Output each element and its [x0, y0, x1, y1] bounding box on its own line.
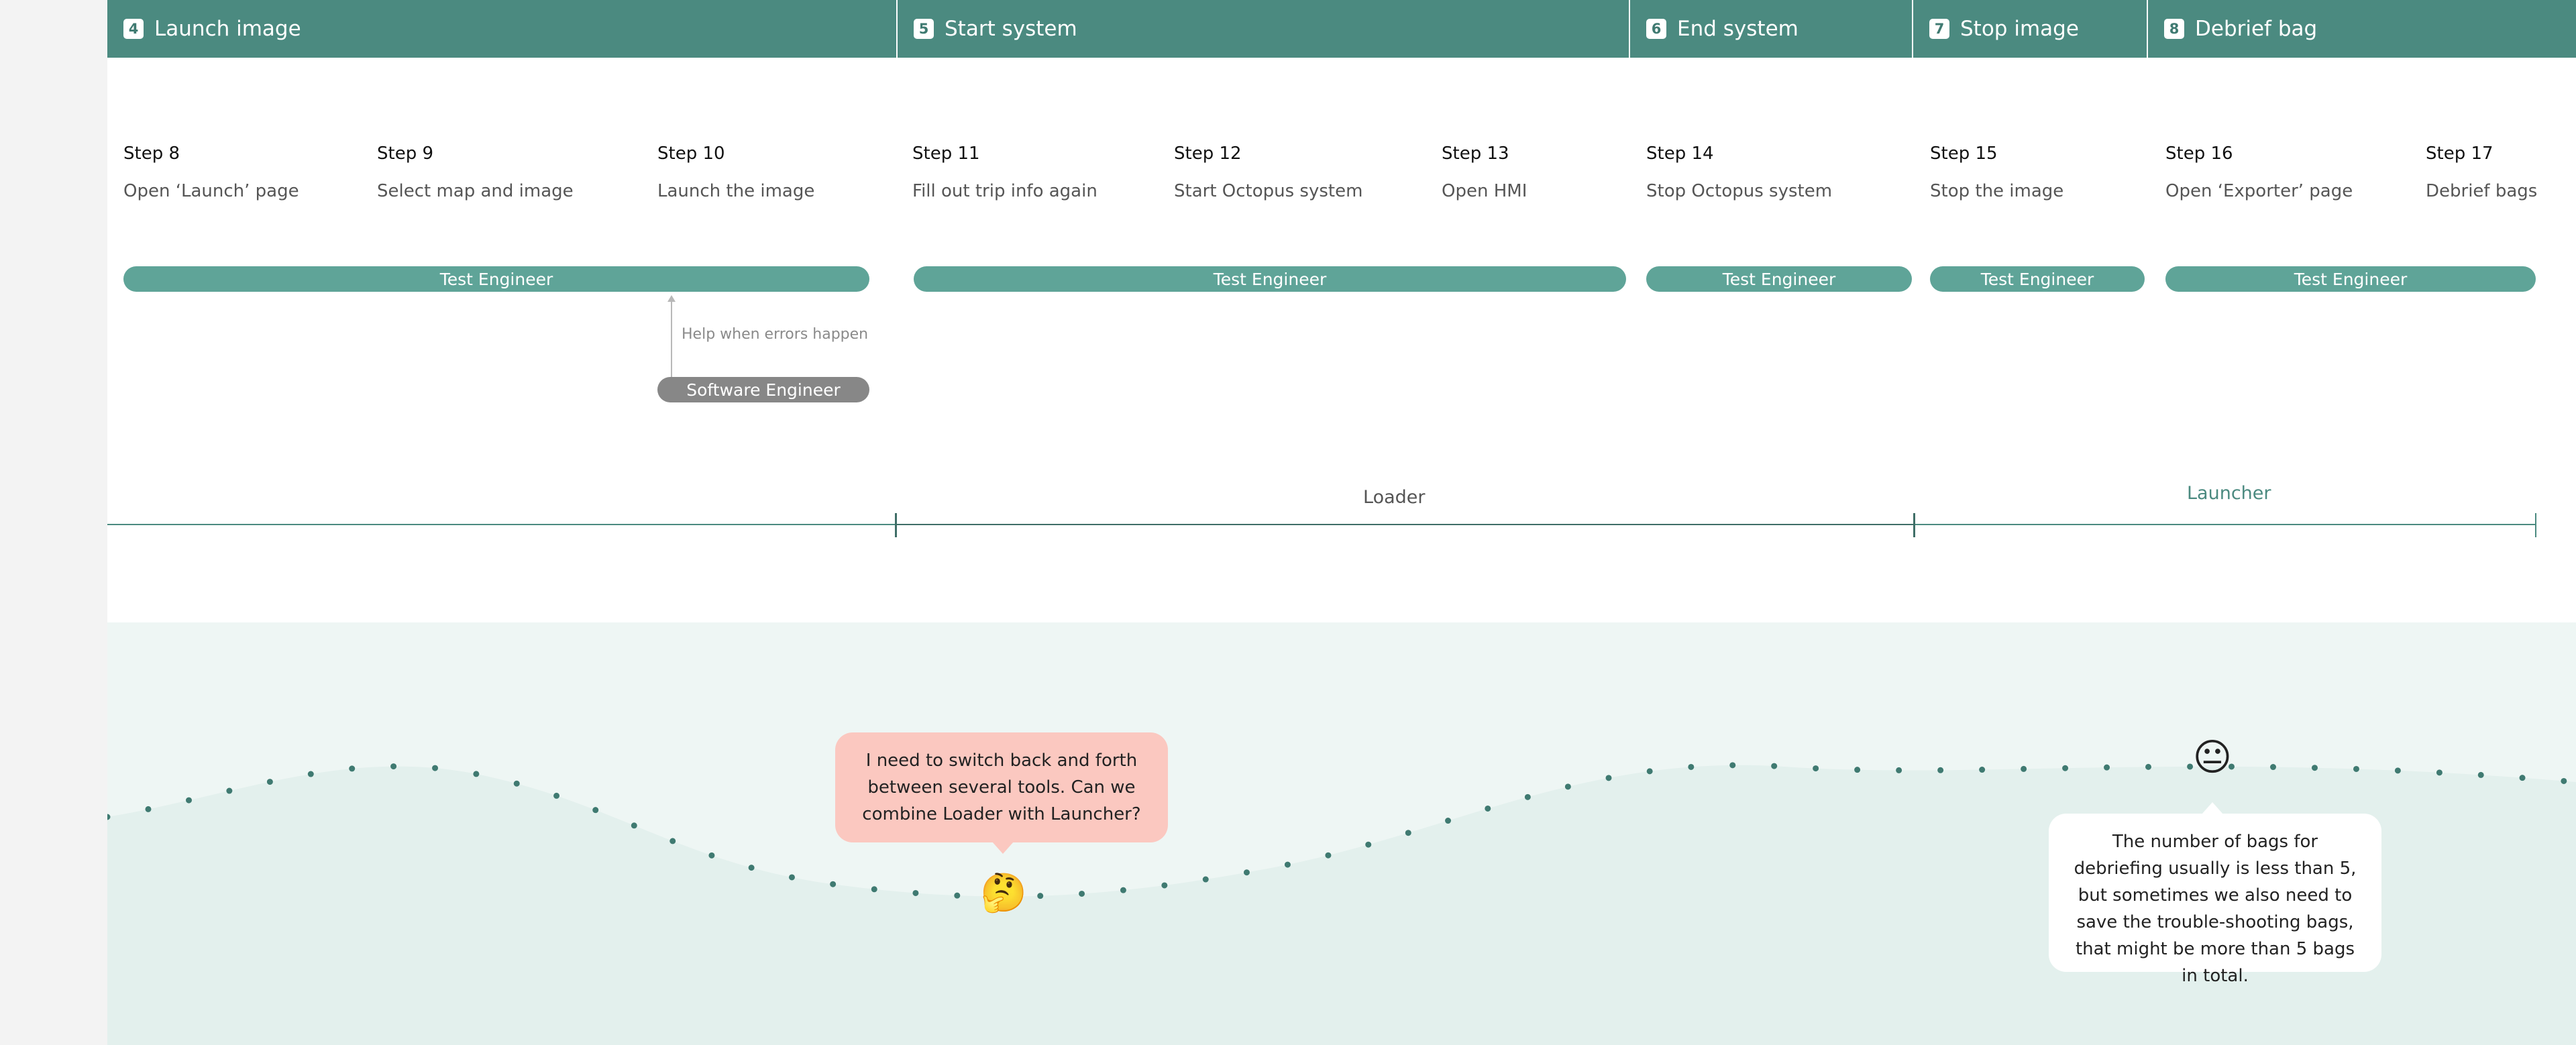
step-description: Debrief bags	[2426, 181, 2538, 201]
step-number: Step 9	[377, 144, 434, 164]
role-pill-test-engineer[interactable]: Test Engineer	[1930, 266, 2145, 292]
step-number: Step 15	[1930, 144, 1998, 164]
phase-launch-image[interactable]: 4 Launch image	[107, 0, 896, 58]
step-number: Step 16	[2165, 144, 2233, 164]
step-description: Open ‘Launch’ page	[123, 181, 299, 201]
step-10: Step 10 Launch the image	[657, 144, 814, 201]
bubble-tail	[2202, 802, 2223, 814]
role-pill-test-engineer[interactable]: Test Engineer	[2165, 266, 2536, 292]
tool-label-launcher: Launcher	[2187, 483, 2271, 504]
step-12: Step 12 Start Octopus system	[1174, 144, 1362, 201]
neutral-face-icon: 😐	[2192, 736, 2233, 779]
step-9: Step 9 Select map and image	[377, 144, 574, 201]
step-17: Step 17 Debrief bags	[2426, 144, 2537, 201]
bubble-tail	[992, 842, 1014, 854]
phase-number: 6	[1646, 19, 1666, 39]
step-number: Step 10	[657, 144, 725, 164]
emotion-curve	[107, 762, 2576, 1045]
step-number: Step 12	[1174, 144, 1242, 164]
step-description: Start Octopus system	[1174, 181, 1363, 201]
phase-number: 7	[1929, 19, 1949, 39]
step-8: Step 8 Open ‘Launch’ page	[123, 144, 299, 201]
phase-title: End system	[1677, 17, 1799, 41]
phase-number: 4	[123, 19, 144, 39]
step-16: Step 16 Open ‘Exporter’ page	[2165, 144, 2353, 201]
phase-end-system[interactable]: 6 End system	[1630, 0, 1912, 58]
timeline-segment-loader	[896, 524, 1915, 525]
step-description: Fill out trip info again	[912, 181, 1097, 201]
arrow-up-icon	[667, 295, 676, 302]
step-15: Step 15 Stop the image	[1930, 144, 2063, 201]
step-description: Stop the image	[1930, 181, 2064, 201]
step-description: Stop Octopus system	[1646, 181, 1833, 201]
tool-label-loader: Loader	[1363, 487, 1426, 508]
support-connector	[671, 299, 672, 377]
step-description: Open HMI	[1442, 181, 1527, 201]
phase-debrief-bag[interactable]: 8 Debrief bag	[2148, 0, 2576, 58]
role-pill-test-engineer[interactable]: Test Engineer	[914, 266, 1626, 292]
phase-title: Start system	[945, 17, 1077, 41]
neutral-point-bubble: The number of bags for debriefing usuall…	[2049, 814, 2381, 986]
role-pill-test-engineer[interactable]: Test Engineer	[1646, 266, 1912, 292]
step-number: Step 11	[912, 144, 980, 164]
step-description: Launch the image	[657, 181, 815, 201]
role-pill-software-engineer[interactable]: Software Engineer	[657, 377, 869, 402]
timeline-segment-launcher	[1915, 524, 2536, 525]
pain-point-bubble: I need to switch back and forth between …	[835, 732, 1168, 842]
timeline-segment	[107, 524, 896, 525]
timeline-tick	[2535, 513, 2536, 537]
phase-stop-image[interactable]: 7 Stop image	[1913, 0, 2147, 58]
step-number: Step 8	[123, 144, 180, 164]
step-description: Open ‘Exporter’ page	[2165, 181, 2353, 201]
phase-number: 5	[914, 19, 934, 39]
step-description: Select map and image	[377, 181, 574, 201]
step-number: Step 13	[1442, 144, 1509, 164]
phase-title: Stop image	[1960, 17, 2079, 41]
step-number: Step 17	[2426, 144, 2493, 164]
step-11: Step 11 Fill out trip info again	[912, 144, 1097, 201]
phase-title: Launch image	[154, 17, 301, 41]
timeline-tick	[1913, 513, 1915, 537]
step-number: Step 14	[1646, 144, 1714, 164]
timeline-tick	[895, 513, 897, 537]
support-note: Help when errors happen	[682, 326, 869, 343]
journey-map-board: 4 Launch image 5 Start system 6 End syst…	[107, 0, 2576, 1045]
step-14: Step 14 Stop Octopus system	[1646, 144, 1832, 201]
phase-start-system[interactable]: 5 Start system	[898, 0, 1629, 58]
phase-number: 8	[2164, 19, 2184, 39]
thinking-face-icon: 🤔	[980, 871, 1027, 915]
role-pill-test-engineer[interactable]: Test Engineer	[123, 266, 869, 292]
phase-title: Debrief bag	[2195, 17, 2318, 41]
emotion-section: I need to switch back and forth between …	[107, 622, 2576, 1045]
step-13: Step 13 Open HMI	[1442, 144, 1527, 201]
